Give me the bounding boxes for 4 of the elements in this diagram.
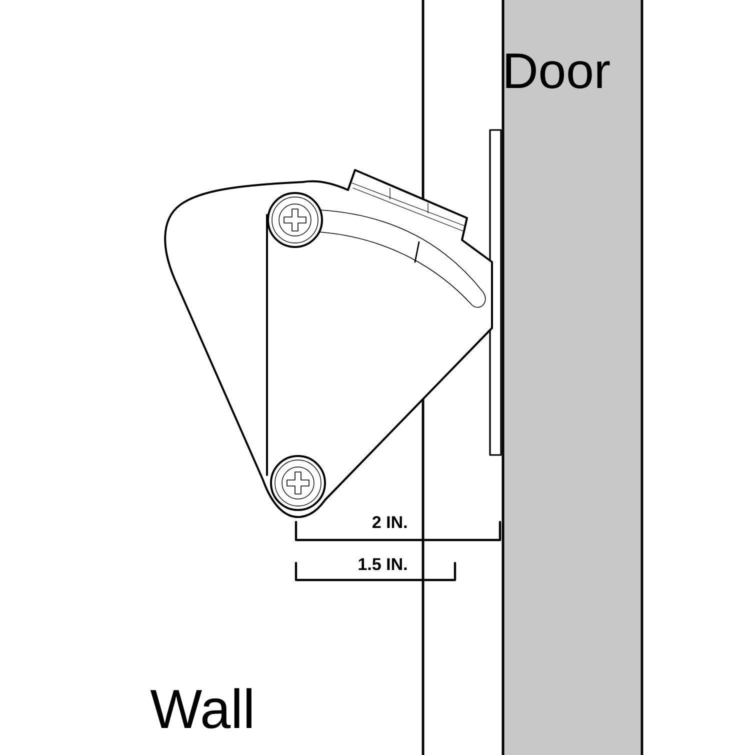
door-label: Door (506, 54, 610, 88)
dimension-label: 1.5 IN. (358, 558, 407, 570)
dimension-label: 2 IN. (372, 516, 407, 528)
wall-label: Wall (150, 688, 252, 729)
